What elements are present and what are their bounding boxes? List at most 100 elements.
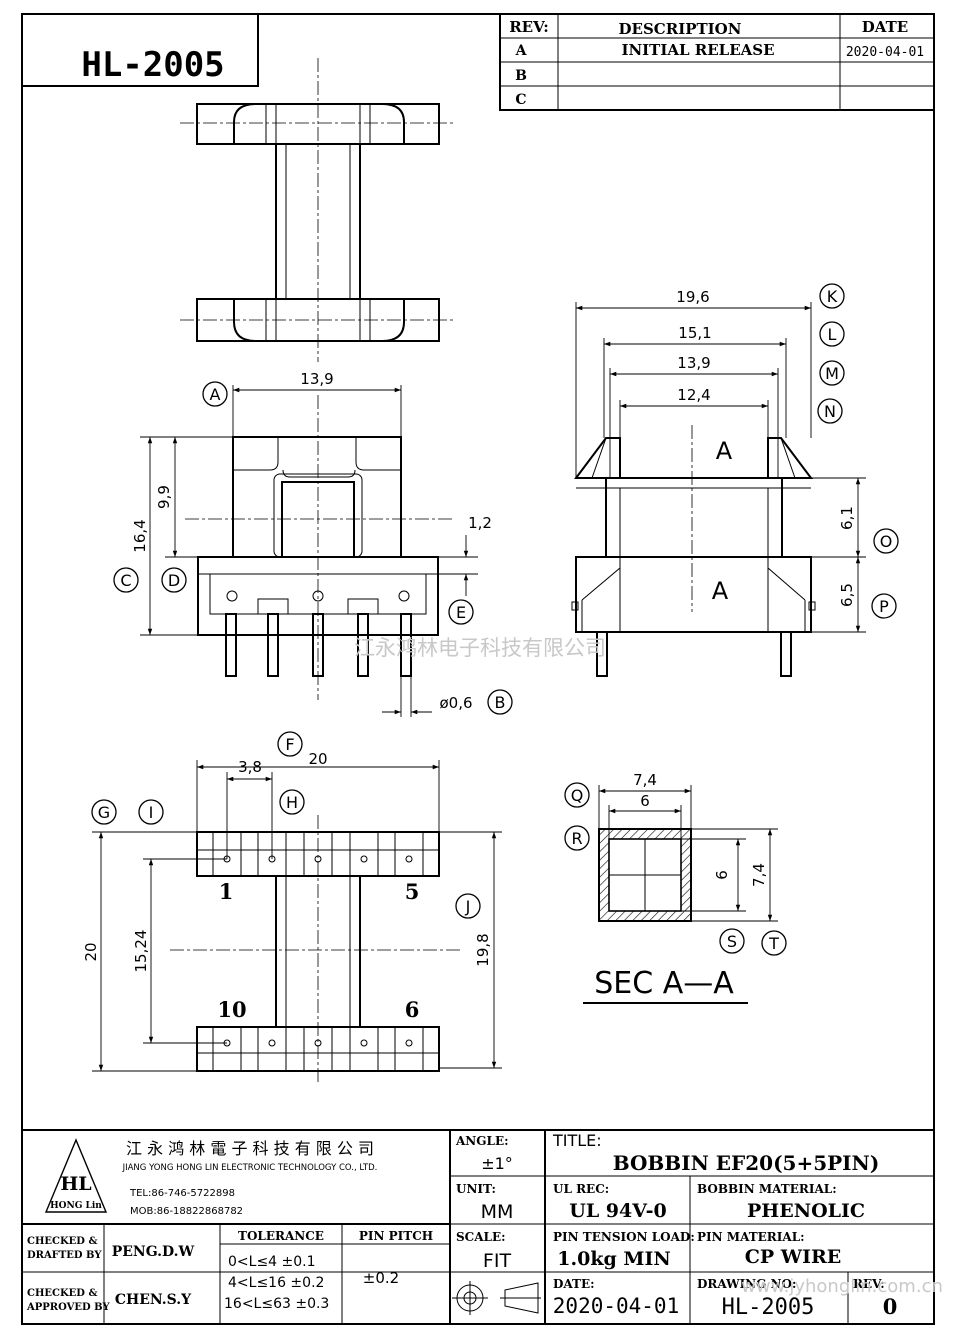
dim-side-w3: 13,9 xyxy=(677,354,710,372)
company-name-cn: 江 永 鸿 林 電 子 科 技 有 限 公 司 xyxy=(126,1139,374,1158)
pin-number-1: 1 xyxy=(219,879,234,904)
rev-b: B xyxy=(515,68,527,84)
company-mob: MOB:86-18822868782 xyxy=(130,1206,243,1217)
part-number-box: HL-2005 xyxy=(21,13,259,87)
dim-side-h-upper: 6,1 xyxy=(838,506,856,530)
title-label: TITLE: xyxy=(552,1131,602,1150)
pin-material-value: CP WIRE xyxy=(745,1246,842,1268)
rev-a-date: 2020-04-01 xyxy=(846,45,924,60)
dim-sec-w-in: 6 xyxy=(640,792,650,810)
callout-k: K xyxy=(827,287,838,306)
pin-number-5: 5 xyxy=(405,879,420,904)
description-header: DESCRIPTION xyxy=(619,20,742,38)
rev-header: REV: xyxy=(509,18,549,36)
callout-j: J xyxy=(465,897,471,916)
title-block: HL HONG Lin 江 永 鸿 林 電 子 科 技 有 限 公 司 JIAN… xyxy=(22,1129,943,1324)
callout-e: E xyxy=(456,603,466,622)
section-mark-upper: A xyxy=(716,437,733,465)
projection-symbol-icon xyxy=(452,1281,541,1315)
callout-n: N xyxy=(824,402,836,421)
bobbin-material-value: PHENOLIC xyxy=(747,1200,865,1222)
company-logo: HL HONG Lin xyxy=(44,1138,108,1213)
dim-bottom-length: 20 xyxy=(82,942,100,961)
rev-c: C xyxy=(515,92,526,108)
dim-front-h-upper: 9,9 xyxy=(155,485,173,509)
front-pins xyxy=(225,613,412,677)
dim-bottom-width: 20 xyxy=(308,750,327,768)
date-label: DATE: xyxy=(553,1277,595,1291)
side-view: A A 19,6 15,1 13,9 12,4 6,1 6,5 xyxy=(571,288,866,677)
angle-label: ANGLE: xyxy=(455,1134,509,1148)
pin-tension-label: PIN TENSION LOAD: xyxy=(553,1230,695,1244)
callout-f: F xyxy=(285,735,294,754)
drafter-name: PENG.D.W xyxy=(112,1244,195,1260)
bottom-view: 1 5 10 6 20 3,8 20 15,24 19,8 xyxy=(82,750,502,1085)
unit-label: UNIT: xyxy=(456,1182,496,1196)
callout-p: P xyxy=(879,597,889,616)
section-view: 7,4 6 6 7,4 SEC A—A xyxy=(583,771,778,1004)
dim-front-h-total: 16,4 xyxy=(131,519,149,552)
pin-pitch-label: PIN PITCH xyxy=(359,1229,433,1243)
callout-o: O xyxy=(880,532,893,551)
approver-name: CHEN.S.Y xyxy=(115,1292,192,1308)
pin-number-10: 10 xyxy=(217,997,246,1022)
dim-bottom-inner: 19,8 xyxy=(474,933,492,966)
part-number: HL-2005 xyxy=(81,45,224,85)
logo-text: HL xyxy=(60,1173,91,1195)
pin-tension-value: 1.0kg MIN xyxy=(557,1248,670,1270)
callout-q: Q xyxy=(571,786,584,805)
rev-a-description: INITIAL RELEASE xyxy=(621,41,774,59)
dim-front-width: 13,9 xyxy=(300,370,333,388)
top-view xyxy=(180,58,456,362)
callout-h: H xyxy=(286,793,298,812)
title-value: BOBBIN EF20(5+5PIN) xyxy=(613,1151,880,1175)
pin-material-label: PIN MATERIAL: xyxy=(697,1230,805,1244)
angle-value: ±1° xyxy=(481,1154,513,1173)
callout-m: M xyxy=(825,364,839,383)
scale-value: FIT xyxy=(483,1250,512,1272)
dim-flange-thk: 1,2 xyxy=(468,514,492,532)
dim-pin-dia: ø0,6 xyxy=(439,694,472,712)
callout-l: L xyxy=(828,325,837,344)
ul-rec-value: UL 94V-0 xyxy=(569,1200,666,1222)
drawing-no-label: DRAWING NO: xyxy=(697,1277,796,1291)
dim-sec-h-in: 6 xyxy=(713,870,731,880)
dim-pin-pitch: 3,8 xyxy=(238,758,262,776)
date-value: 2020-04-01 xyxy=(553,1294,679,1318)
front-view: 13,9 16,4 9,9 1,2 ø0,6 xyxy=(131,370,492,717)
callout-t: T xyxy=(768,934,779,953)
callout-i: I xyxy=(149,803,154,822)
dim-side-w4: 12,4 xyxy=(677,386,710,404)
tolerance-row-1: 0<L≤4 ±0.1 xyxy=(228,1254,316,1270)
scale-label: SCALE: xyxy=(456,1230,506,1244)
rev-label: REV: xyxy=(853,1277,885,1291)
date-header: DATE xyxy=(862,18,908,36)
callout-r: R xyxy=(571,829,582,848)
dim-side-w1: 19,6 xyxy=(676,288,709,306)
pin-number-6: 6 xyxy=(405,997,420,1022)
sheet-border xyxy=(21,13,935,1325)
section-mark-lower: A xyxy=(712,577,729,605)
checked-approved-label-2: APPROVED BY xyxy=(26,1302,110,1313)
company-tel: TEL:86-746-5722898 xyxy=(129,1188,235,1199)
callout-b: B xyxy=(495,693,506,712)
bobbin-material-label: BOBBIN MATERIAL: xyxy=(697,1182,837,1196)
callout-g: G xyxy=(98,803,110,822)
callout-a: A xyxy=(210,385,221,404)
callout-d: D xyxy=(168,571,180,590)
callouts: A B C D E F G H I J K L M N O P Q R S T xyxy=(91,283,899,956)
tolerance-row-3: 16<L≤63 ±0.3 xyxy=(224,1296,329,1312)
tolerance-label: TOLERANCE xyxy=(238,1229,324,1243)
watermark-url: www.jyhonglin.com.cn xyxy=(741,1276,943,1297)
watermark: 江永鸿林电子科技有限公司 xyxy=(354,636,606,660)
callout-c: C xyxy=(120,571,131,590)
pin-pitch-value: ±0.2 xyxy=(363,1269,399,1287)
dim-pin-row-spacing: 15,24 xyxy=(132,930,150,973)
revision-table: REV: DESCRIPTION DATE A INITIAL RELEASE … xyxy=(499,13,935,111)
checked-drafted-label-2: DRAFTED BY xyxy=(27,1250,102,1261)
checked-approved-label-1: CHECKED & xyxy=(27,1288,97,1299)
logo-subtext: HONG Lin xyxy=(50,1201,102,1211)
ul-rec-label: UL REC: xyxy=(553,1182,609,1196)
dim-side-w2: 15,1 xyxy=(678,324,711,342)
